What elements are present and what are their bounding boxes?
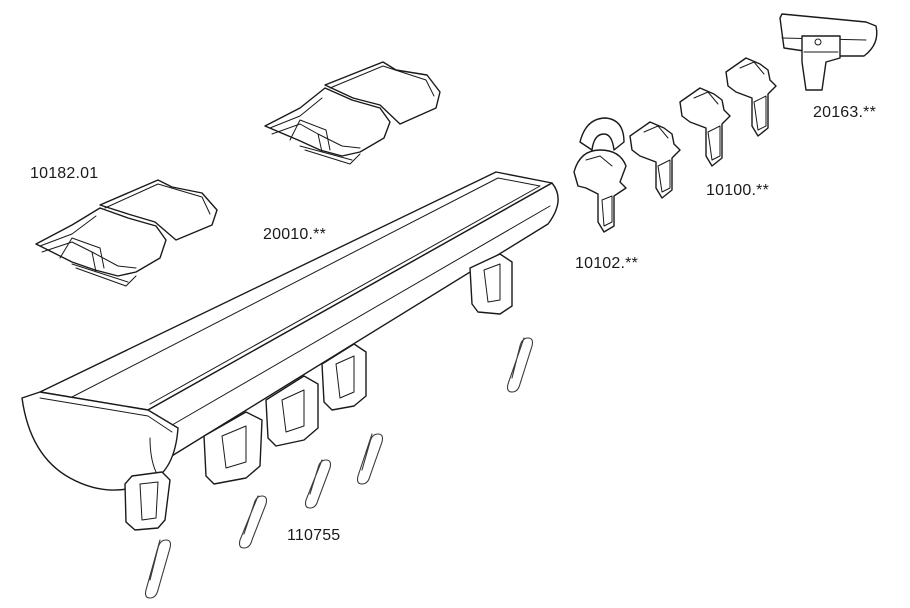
glider-3: [725, 57, 777, 137]
rail-tab-3: [321, 343, 367, 411]
label-110755: 110755: [287, 527, 341, 544]
label-10182-01: 10182.01: [30, 165, 99, 182]
label-20010: 20010.**: [263, 226, 326, 243]
rail-tab-4: [469, 253, 513, 315]
glider-1: [629, 121, 681, 199]
paper-clip-hook-3: [304, 459, 332, 509]
paper-clip-hook-2: [238, 495, 268, 549]
end-cap-pair-upper: [264, 61, 441, 165]
label-10100: 10100.**: [706, 182, 769, 199]
paper-clip-hook-5: [506, 337, 534, 393]
paper-clip-hook-4: [356, 433, 384, 485]
glider-2: [679, 87, 731, 167]
end-stop-hook: [573, 117, 627, 233]
end-cap-pair-left: [35, 179, 218, 287]
paper-clip-hook-1: [144, 539, 172, 599]
label-10102: 10102.**: [575, 255, 638, 272]
rail-tab-1: [203, 411, 263, 485]
label-20163: 20163.**: [813, 104, 876, 121]
rail-tab-2: [265, 375, 319, 447]
wall-bracket: [779, 13, 878, 91]
curtain-rail: [21, 171, 559, 531]
